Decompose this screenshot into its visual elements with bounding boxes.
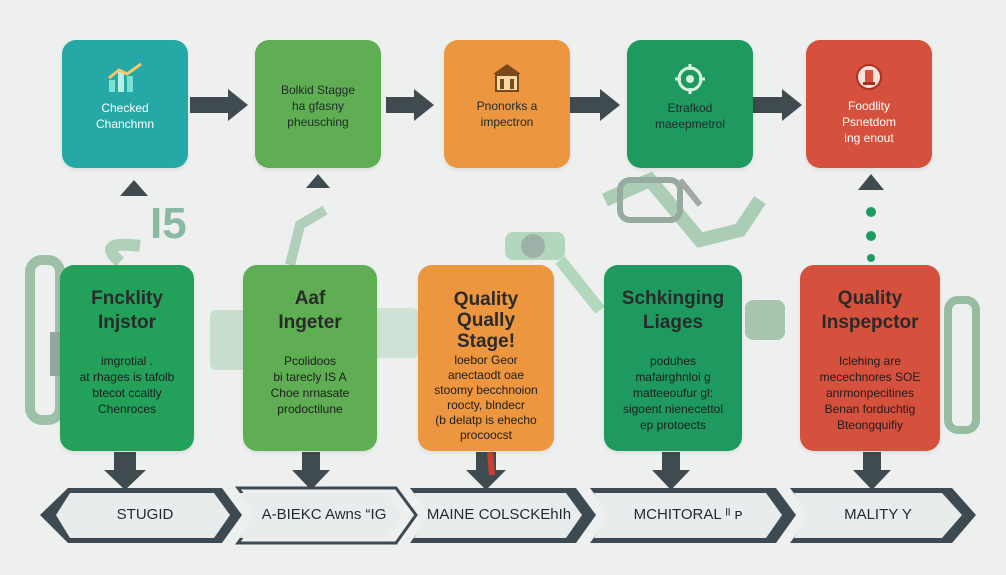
process-box-3: Pnonorks a impectron xyxy=(444,40,570,168)
process-box-5-title: Foodlity Psnetdom ing enout xyxy=(841,99,897,145)
stage-box-1-description: imgrotial . at rhages is tafolb btecot c… xyxy=(79,354,175,416)
top-flow-arrows xyxy=(190,89,802,121)
stage-box-2-description: Pcolidoos bi tarecly IS A Choe nrnasate … xyxy=(270,354,350,416)
process-box-4: Etrafkod maeepmetrol xyxy=(627,40,753,168)
building-icon xyxy=(493,64,521,92)
process-box-5: Foodlity Psnetdom ing enout xyxy=(806,40,932,168)
down-arrows xyxy=(104,452,891,490)
timeline-band xyxy=(40,486,976,545)
up-arrows xyxy=(120,174,884,196)
chart-icon xyxy=(108,62,142,92)
timeline-label-1: STUGID xyxy=(116,506,174,523)
badge-icon xyxy=(856,64,882,90)
stage-box-2-heading: Aaf Ingeter xyxy=(278,288,342,333)
timeline-label-5: MALITY Y xyxy=(844,506,912,523)
process-box-1: Checked Chanchmn xyxy=(62,40,188,168)
stage-box-5-heading: Quality Inspepctor xyxy=(821,288,919,333)
process-box-2-title: Bolkid Stagge ha gfasny pheusching xyxy=(280,83,356,129)
stage-box-1: Fncklity Injstor imgrotial . at rhages i… xyxy=(60,265,194,451)
process-box-1-title: Checked Chanchmn xyxy=(95,101,155,131)
process-box-4-title: Etrafkod maeepmetrol xyxy=(654,101,726,131)
stage-box-3: Quality Qually Stage! loebor Geor anecta… xyxy=(418,265,554,451)
stage-box-4-description: poduhes mafairghnloi g matteeoufur gl: s… xyxy=(622,354,724,432)
stage-box-1-heading: Fncklity Injstor xyxy=(91,288,163,333)
stage-box-3-description: loebor Geor anectaodt oae stoomy becchno… xyxy=(434,353,538,442)
machinery-silhouette-left: I5 xyxy=(25,199,418,425)
process-box-2: Bolkid Stagge ha gfasny pheusching xyxy=(255,40,381,168)
decorative-glyph-i5: I5 xyxy=(150,199,187,248)
machinery-silhouette-center xyxy=(505,171,785,340)
stage-box-3-heading: Quality Qually Stage! xyxy=(453,289,519,352)
timeline-label-3: MAINE COLSCKEhIh xyxy=(426,506,572,523)
stage-box-5: Quality Inspepctor Iclehing are mecechno… xyxy=(800,265,940,451)
stage-box-5-description: Iclehing are mecechnores SOE anrmonpecit… xyxy=(819,354,921,432)
stage-box-4-heading: Schkinging Liages xyxy=(621,288,725,333)
timeline-label-2: A-BIEKC Awns “IG xyxy=(261,506,387,523)
gear-icon xyxy=(675,64,705,94)
dotted-connector xyxy=(866,207,876,262)
process-box-3-title: Pnonorks a impectron xyxy=(476,99,538,129)
stage-box-2: Aaf Ingeter Pcolidoos bi tarecly IS A Ch… xyxy=(243,265,377,451)
timeline-label-4: MCHITORAL ᴵᴵ ᴘ xyxy=(633,506,743,523)
stage-box-4: Schkinging Liages poduhes mafairghnloi g… xyxy=(604,265,742,451)
